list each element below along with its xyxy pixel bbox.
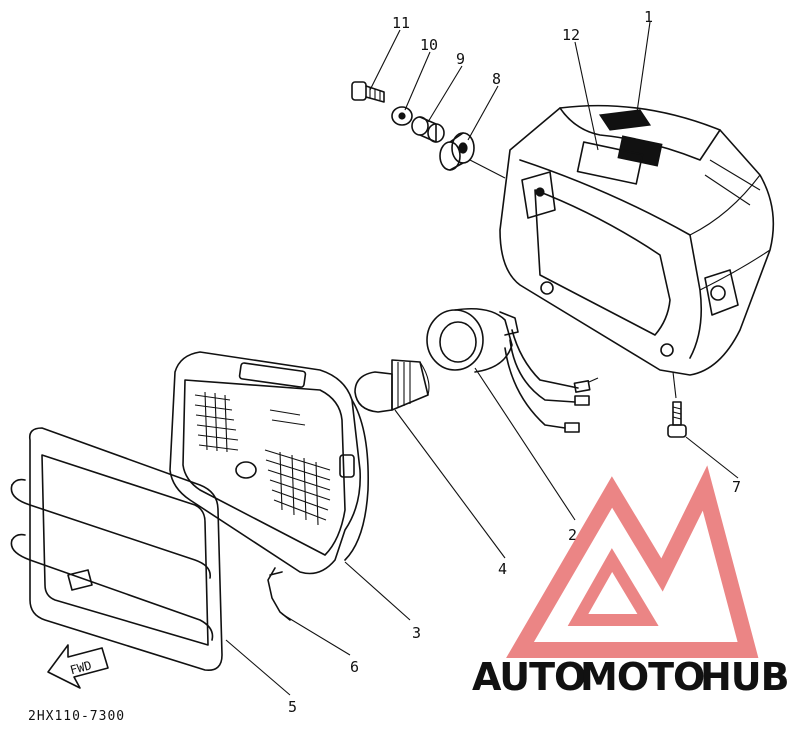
- callout-5: 5: [288, 698, 297, 716]
- wire-clip-6: [267, 567, 291, 621]
- watermark-word-hub: HUB: [700, 655, 789, 699]
- headlight-housing: [499, 104, 775, 376]
- washer-10: [391, 106, 413, 126]
- callout-labels: 1 2 3 4 5 6 7 8 9 10 11 12: [288, 8, 741, 716]
- callout-11: 11: [392, 14, 410, 32]
- part-code: 2HX110-7300: [28, 709, 125, 724]
- callout-1: 1: [644, 8, 653, 26]
- bolt-11: [351, 81, 385, 103]
- callout-4: 4: [498, 560, 507, 578]
- callout-6: 6: [350, 658, 359, 676]
- lens-guard-5: [10, 427, 223, 672]
- headlight-lens-3: [169, 351, 369, 575]
- leader-lines: [225, 21, 739, 696]
- fwd-label: FWD: [69, 658, 94, 677]
- callout-3: 3: [412, 624, 421, 642]
- grommet-8: [439, 132, 475, 171]
- callout-8: 8: [492, 70, 501, 88]
- watermark-word-moto: MOTO: [580, 655, 704, 699]
- callout-10: 10: [420, 36, 438, 54]
- fwd-arrow-icon: FWD: [47, 644, 109, 689]
- watermark-word-auto: AUTO: [472, 655, 585, 699]
- callout-2: 2: [568, 526, 577, 544]
- bulb-socket-2: [426, 307, 599, 433]
- bulb-4: [354, 359, 430, 413]
- watermark-logo-icon: [506, 465, 759, 658]
- screw-7: [667, 401, 687, 438]
- callout-7: 7: [732, 478, 741, 496]
- automotohub-watermark: AUTO MOTO HUB: [472, 465, 790, 699]
- callout-12: 12: [562, 26, 580, 44]
- callout-9: 9: [456, 50, 465, 68]
- collar-9: [411, 116, 445, 143]
